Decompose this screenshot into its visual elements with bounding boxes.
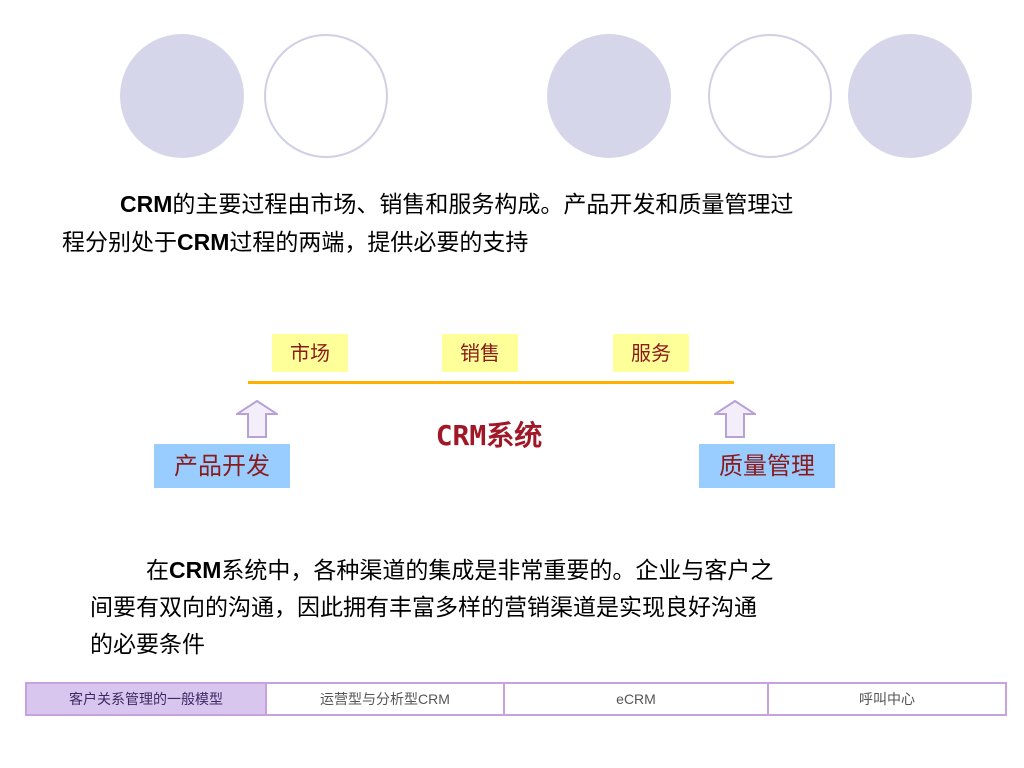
tab-operational-analytical-crm[interactable]: 运营型与分析型CRM	[267, 684, 505, 714]
slide-nav-tabs: 客户关系管理的一般模型 运营型与分析型CRM eCRM 呼叫中心	[25, 682, 1007, 716]
up-arrow-icon	[236, 400, 278, 438]
diagram-center-label: CRM系统	[435, 419, 543, 452]
intro-line2-text: 过程的两端，提供必要的支持	[229, 230, 529, 256]
body-line3-text: 的必要条件	[90, 632, 205, 658]
body-line1-text: 系统中，各种渠道的集成是非常重要的。企业与客户之	[221, 558, 774, 584]
intro-line2-prefix: 程分别处于	[62, 230, 177, 256]
tab-ecrm[interactable]: eCRM	[505, 684, 769, 714]
diagram-label-market: 市场	[272, 334, 348, 372]
body-crm-term: CRM	[169, 557, 222, 583]
intro-line1-text: 的主要过程由市场、销售和服务构成。产品开发和质量管理过	[172, 192, 794, 218]
intro-paragraph: CRM的主要过程由市场、销售和服务构成。产品开发和质量管理过 程分别处于CRM过…	[62, 186, 972, 262]
diagram-label-sales: 销售	[442, 334, 518, 372]
decor-circle-4	[708, 34, 832, 158]
decor-circle-1	[120, 34, 244, 158]
body-paragraph: 在CRM系统中，各种渠道的集成是非常重要的。企业与客户之 间要有双向的沟通，因此…	[90, 552, 940, 664]
decor-circle-5	[848, 34, 972, 158]
diagram-label-quality-mgmt: 质量管理	[699, 444, 835, 488]
decor-circle-3	[547, 34, 671, 158]
body-line2-text: 间要有双向的沟通，因此拥有丰富多样的营销渠道是实现良好沟通	[90, 595, 757, 621]
tab-general-model[interactable]: 客户关系管理的一般模型	[27, 684, 267, 714]
decor-circle-2	[264, 34, 388, 158]
tab-call-center[interactable]: 呼叫中心	[859, 691, 915, 707]
diagram-process-line	[248, 381, 734, 384]
intro-crm-term: CRM	[120, 191, 173, 217]
body-line1-prefix: 在	[146, 558, 169, 584]
intro-line2-crm-term: CRM	[177, 229, 230, 255]
diagram-label-service: 服务	[613, 334, 689, 372]
diagram-label-product-dev: 产品开发	[154, 444, 290, 488]
up-arrow-icon	[714, 400, 756, 438]
